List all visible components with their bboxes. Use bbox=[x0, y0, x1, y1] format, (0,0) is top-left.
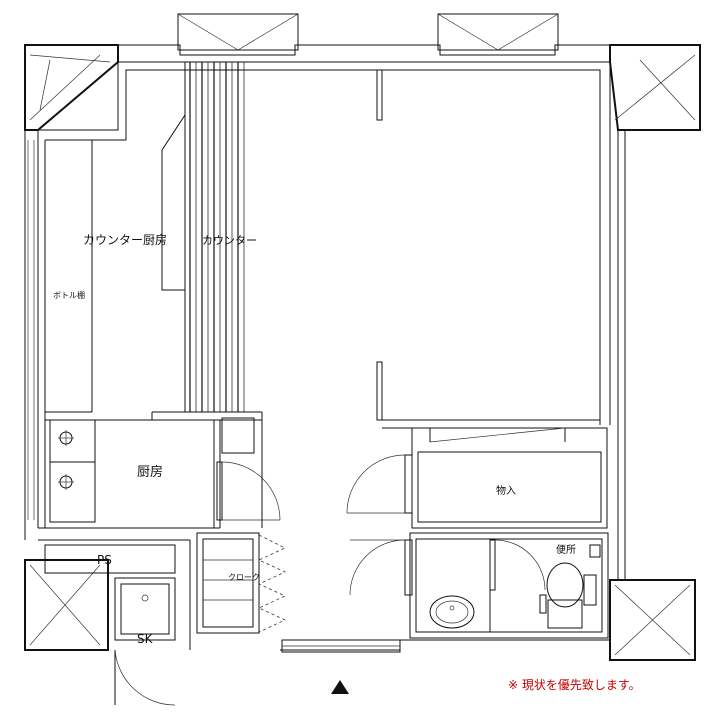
left-wall-window bbox=[27, 140, 35, 520]
column-top-right bbox=[609, 44, 701, 131]
kitchen-door bbox=[216, 461, 281, 521]
counter-kitchen-area bbox=[45, 140, 152, 421]
service-sink bbox=[114, 577, 176, 706]
label-counter: カウンター bbox=[202, 234, 257, 247]
kitchen-partition bbox=[213, 417, 263, 528]
toilet-icon bbox=[539, 544, 601, 629]
storage-room bbox=[346, 427, 608, 529]
entrance-door bbox=[281, 639, 401, 653]
window-top-left bbox=[177, 13, 299, 51]
stove-burner-icon bbox=[58, 474, 74, 490]
triangle-up-icon bbox=[331, 680, 349, 694]
sink-icon bbox=[429, 595, 475, 629]
label-storage: 物入 bbox=[496, 484, 516, 497]
label-bottle-shelf: ボトル棚 bbox=[53, 290, 85, 300]
bar-counter bbox=[151, 62, 263, 421]
label-counter-kitchen: カウンター厨房 bbox=[83, 232, 167, 247]
label-kitchen: 厨房 bbox=[137, 464, 163, 480]
main-room-partition bbox=[376, 69, 600, 429]
outer-walls bbox=[24, 44, 701, 651]
toilet-room bbox=[349, 532, 609, 639]
window-top-right bbox=[437, 13, 559, 51]
label-ps: PS bbox=[97, 553, 112, 567]
stove bbox=[49, 419, 96, 523]
ps-box bbox=[44, 544, 176, 574]
label-cloak: クローク bbox=[228, 573, 260, 582]
stove-burner-icon bbox=[58, 430, 74, 446]
note-text: ※ 現状を優先致します。 bbox=[508, 678, 641, 692]
column-bottom-right bbox=[609, 579, 696, 661]
label-sk: SK bbox=[137, 632, 154, 646]
column-bottom-left bbox=[24, 559, 109, 651]
cloak-room bbox=[196, 532, 286, 634]
label-toilet: 便所 bbox=[556, 543, 576, 556]
column-top-left bbox=[24, 44, 119, 131]
